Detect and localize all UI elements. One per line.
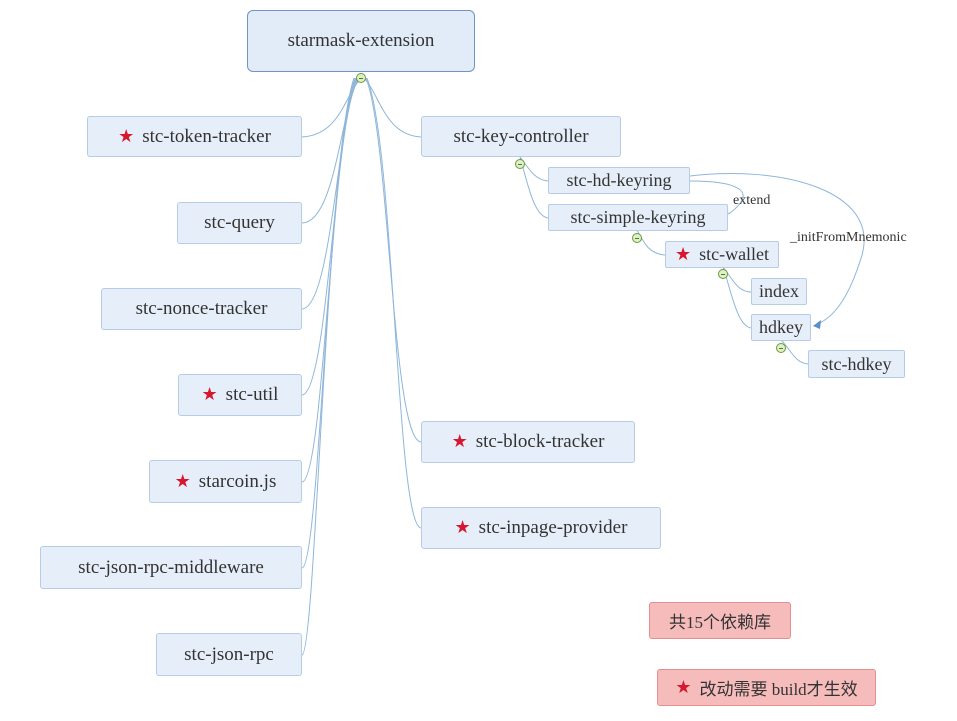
star-icon: ★ bbox=[201, 384, 218, 405]
link-util bbox=[301, 77, 358, 396]
node-label: stc-wallet bbox=[699, 244, 770, 264]
star-icon: ★ bbox=[118, 125, 135, 147]
star-icon: ★ bbox=[174, 470, 191, 492]
link-json-rpc bbox=[301, 77, 355, 656]
node-stc-key-controller[interactable]: stc-key-controller bbox=[421, 116, 621, 157]
node-label: index bbox=[759, 281, 799, 301]
node-stc-nonce-tracker[interactable]: stc-nonce-tracker bbox=[101, 288, 302, 330]
link-wallet bbox=[636, 229, 666, 256]
node-hdkey[interactable]: hdkey bbox=[751, 314, 811, 341]
node-stc-wallet[interactable]: ★ stc-wallet bbox=[665, 241, 779, 268]
node-label: stc-hd-keyring bbox=[566, 170, 672, 190]
init-arrow-head bbox=[813, 320, 821, 329]
wallet-collapse-icon[interactable] bbox=[718, 269, 728, 279]
node-stc-hdkey[interactable]: stc-hdkey bbox=[808, 350, 905, 378]
note-label: 共15个依赖库 bbox=[669, 613, 771, 632]
init-from-mnemonic-label: _initFromMnemonic bbox=[790, 230, 907, 245]
note-dependency-count: 共15个依赖库 bbox=[649, 602, 791, 639]
node-label: stc-token-tracker bbox=[142, 125, 271, 147]
note-label: 改动需要 build才生效 bbox=[699, 680, 858, 699]
node-stc-token-tracker[interactable]: ★ stc-token-tracker bbox=[87, 116, 302, 157]
link-starcoin bbox=[301, 77, 357, 483]
star-icon: ★ bbox=[454, 517, 471, 538]
node-label: stc-json-rpc bbox=[184, 643, 274, 665]
key-controller-collapse-icon[interactable] bbox=[515, 159, 525, 169]
hdkey-collapse-icon[interactable] bbox=[776, 343, 786, 353]
node-stc-block-tracker[interactable]: ★ stc-block-tracker bbox=[421, 421, 635, 463]
node-label: stc-query bbox=[204, 212, 275, 233]
link-stc-hdkey bbox=[780, 339, 809, 365]
extend-label: extend bbox=[733, 193, 771, 208]
root-label: starmask-extension bbox=[287, 30, 435, 51]
link-key-controller bbox=[363, 77, 422, 138]
node-stc-inpage-provider[interactable]: ★ stc-inpage-provider bbox=[421, 507, 661, 549]
link-block-tracker bbox=[365, 77, 422, 443]
star-icon: ★ bbox=[451, 431, 468, 452]
node-index[interactable]: index bbox=[751, 278, 807, 305]
node-label: stc-key-controller bbox=[453, 125, 589, 147]
root-node[interactable]: starmask-extension bbox=[247, 10, 475, 72]
star-icon: ★ bbox=[675, 676, 692, 698]
node-label: stc-nonce-tracker bbox=[135, 298, 268, 319]
node-stc-util[interactable]: ★ stc-util bbox=[178, 374, 302, 416]
node-stc-json-rpc[interactable]: stc-json-rpc bbox=[156, 633, 302, 676]
node-stc-query[interactable]: stc-query bbox=[177, 202, 302, 244]
node-label: stc-simple-keyring bbox=[570, 207, 706, 227]
node-label: hdkey bbox=[759, 317, 803, 337]
link-inpage-provider bbox=[366, 77, 422, 529]
node-label: starcoin.js bbox=[198, 470, 277, 492]
node-label: stc-block-tracker bbox=[475, 431, 605, 452]
node-label: stc-util bbox=[225, 384, 279, 405]
simple-keyring-collapse-icon[interactable] bbox=[632, 233, 642, 243]
node-stc-json-rpc-middleware[interactable]: stc-json-rpc-middleware bbox=[40, 546, 302, 589]
star-icon: ★ bbox=[674, 243, 692, 265]
node-starcoin-js[interactable]: ★ starcoin.js bbox=[149, 460, 302, 503]
node-stc-simple-keyring[interactable]: stc-simple-keyring bbox=[548, 204, 728, 231]
link-json-rpc-middleware bbox=[301, 77, 356, 569]
node-label: stc-hdkey bbox=[821, 353, 892, 374]
init-arrow bbox=[689, 173, 865, 326]
node-label: stc-json-rpc-middleware bbox=[78, 556, 264, 578]
root-collapse-icon[interactable] bbox=[356, 73, 366, 83]
note-build-required: ★ 改动需要 build才生效 bbox=[657, 669, 876, 706]
node-label: stc-inpage-provider bbox=[478, 517, 628, 538]
node-stc-hd-keyring[interactable]: stc-hd-keyring bbox=[548, 167, 690, 194]
